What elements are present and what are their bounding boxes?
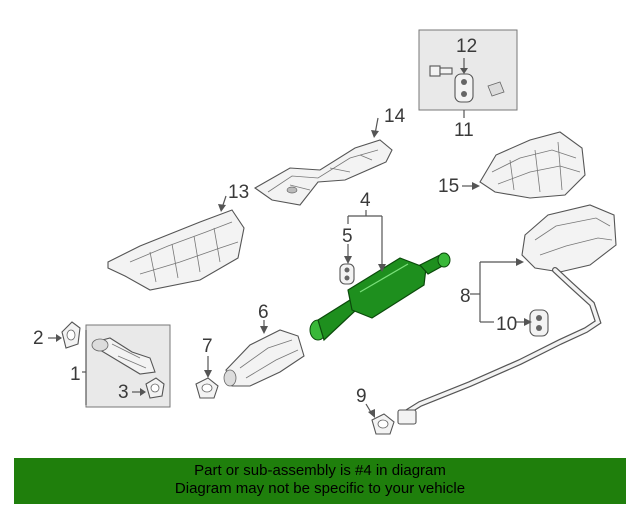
callout-12: 12 (456, 36, 477, 57)
bolt-icon (429, 65, 453, 77)
banner-line-1: Part or sub-assembly is #4 in diagram (194, 462, 446, 479)
converter-6 (223, 329, 305, 387)
callout-7: 7 (202, 336, 213, 357)
callout-2: 2 (33, 328, 44, 349)
gasket-7 (195, 377, 219, 399)
heat-shield-14 (253, 139, 393, 206)
info-banner: Part or sub-assembly is #4 in diagram Di… (14, 458, 626, 504)
center-pipe-4-highlighted (309, 252, 451, 342)
gasket-2 (61, 321, 81, 349)
banner-line-2: Diagram may not be specific to your vehi… (174, 480, 466, 497)
callout-3: 3 (118, 382, 129, 403)
hanger-5 (339, 263, 355, 285)
callout-9: 9 (356, 386, 367, 407)
callout-10: 10 (496, 314, 517, 335)
part-11-inset (418, 29, 518, 111)
callout-14: 14 (384, 106, 406, 127)
callout-6: 6 (258, 302, 269, 323)
callout-4: 4 (360, 190, 371, 211)
callout-11: 11 (454, 120, 474, 141)
callout-13: 13 (228, 182, 249, 203)
hanger-10 (529, 309, 549, 337)
callout-1: 1 (70, 364, 81, 385)
callout-5: 5 (342, 226, 353, 247)
callout-15: 15 (438, 176, 459, 197)
heat-shield-13 (107, 209, 245, 291)
callout-8: 8 (460, 286, 471, 307)
hanger-12-icon (454, 73, 474, 103)
exhaust-parts-diagram: 12 11 14 13 15 1 2 (33, 29, 617, 435)
heat-shield-15 (479, 131, 586, 199)
gasket-9 (371, 413, 395, 435)
gasket-3 (145, 377, 165, 399)
muffler-8 (397, 204, 617, 425)
bracket-icon (487, 81, 505, 97)
